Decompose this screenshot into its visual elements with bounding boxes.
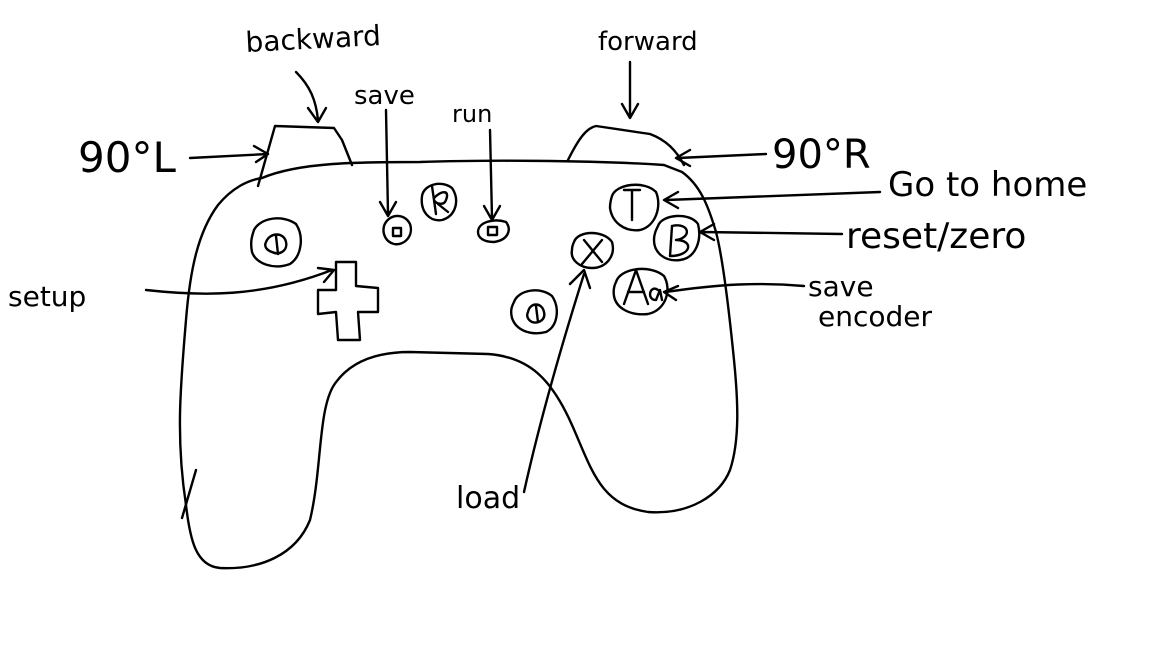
y-button-letter	[622, 188, 642, 222]
label-setup: setup	[8, 280, 86, 313]
b-button[interactable]	[652, 214, 701, 262]
arrow-setup	[144, 266, 336, 295]
arrow-forward	[620, 60, 640, 120]
x-button[interactable]	[570, 231, 615, 270]
right-analog-stick[interactable]	[509, 289, 558, 335]
b-button-letter	[668, 224, 690, 258]
label-backward: backward	[245, 19, 382, 59]
y-button[interactable]	[608, 183, 660, 232]
left-analog-stick-center	[264, 233, 288, 256]
right-analog-stick-center	[526, 303, 546, 324]
arrow-backward	[294, 70, 328, 124]
select-button[interactable]	[382, 214, 413, 246]
a-button[interactable]	[612, 267, 669, 316]
home-button-mark	[430, 184, 450, 216]
left-bumper[interactable]	[256, 124, 354, 188]
label-forward: forward	[598, 27, 698, 57]
label-reset-zero: reset/zero	[846, 216, 1026, 257]
select-button-inner	[391, 226, 403, 238]
a-button-letter	[622, 268, 664, 306]
label-turn-right: 90°R	[772, 132, 871, 178]
arrow-turn-right	[674, 148, 768, 168]
label-turn-left: 90°L	[78, 133, 176, 182]
label-save-encoder-line1: save	[808, 270, 874, 303]
left-analog-stick[interactable]	[249, 217, 302, 268]
arrow-go-to-home	[662, 190, 882, 210]
arrow-save-encoder	[662, 282, 806, 302]
label-save: save	[354, 81, 415, 111]
label-load: load	[456, 481, 520, 516]
start-button[interactable]	[476, 219, 510, 244]
arrow-reset-zero	[698, 222, 844, 242]
home-button[interactable]	[420, 182, 458, 222]
stray-mark	[180, 468, 198, 520]
start-button-inner	[486, 225, 499, 237]
arrow-save	[378, 108, 398, 218]
arrow-run	[482, 128, 502, 222]
label-run: run	[452, 100, 492, 128]
label-go-to-home: Go to home	[888, 165, 1087, 205]
arrow-turn-left	[188, 144, 270, 164]
label-save-encoder-line2: encoder	[818, 300, 932, 333]
right-bumper[interactable]	[566, 124, 686, 167]
d-pad[interactable]	[316, 260, 380, 342]
x-button-letter	[580, 238, 604, 266]
arrow-load	[522, 268, 592, 494]
controller-body-outline	[178, 159, 739, 570]
